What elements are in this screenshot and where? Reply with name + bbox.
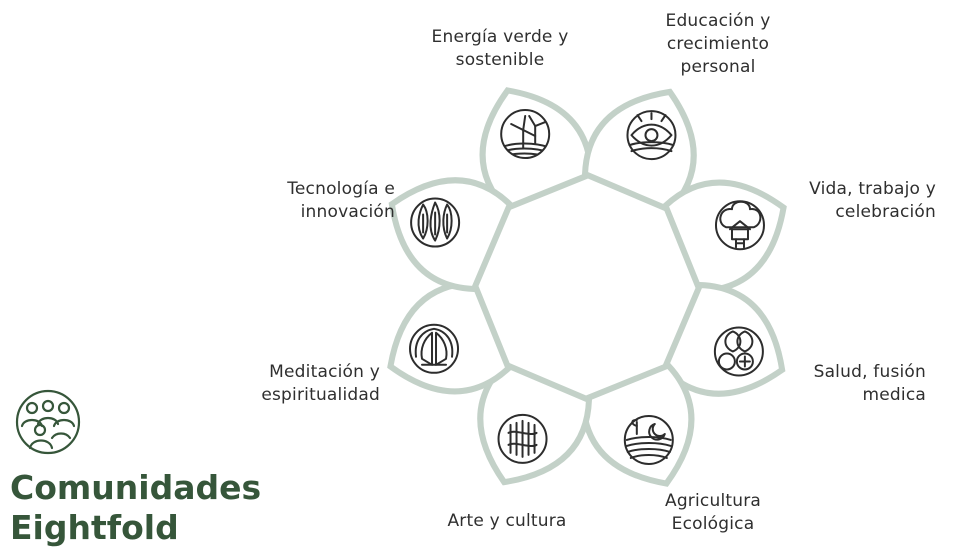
label-vida: Vida, trabajo y celebración bbox=[809, 179, 936, 222]
label-tecnologia: Tecnología e innovación bbox=[287, 179, 395, 222]
petal-meditacion bbox=[387, 280, 513, 395]
petal-tecnologia bbox=[388, 177, 514, 293]
brand-logo bbox=[10, 386, 86, 460]
circuit-leaves-icon bbox=[410, 197, 461, 248]
art-texture-icon bbox=[497, 413, 548, 464]
label-meditacion: Meditación y espiritualidad bbox=[261, 362, 380, 405]
field-moon-icon bbox=[623, 414, 674, 465]
label-agricultura: Agricultura Ecológica bbox=[664, 491, 762, 534]
brand-title: Comunidades Eightfold bbox=[10, 468, 262, 547]
label-educacion: Educación y crecimiento personal bbox=[665, 11, 771, 77]
community-people-icon bbox=[15, 389, 81, 455]
petal-salud bbox=[660, 281, 786, 397]
petal-vida bbox=[661, 179, 787, 294]
label-energia: Energía verde y sostenible bbox=[431, 27, 569, 70]
praying-hands-icon bbox=[409, 323, 460, 374]
petal-educacion bbox=[581, 88, 697, 214]
label-arte: Arte y cultura bbox=[447, 511, 567, 531]
treehouse-icon bbox=[714, 200, 765, 251]
eye-sunrise-icon bbox=[626, 110, 677, 161]
petal-arte bbox=[477, 360, 593, 486]
herbal-medicine-icon bbox=[713, 326, 764, 377]
label-salud: Salud, fusión medica bbox=[813, 362, 926, 405]
